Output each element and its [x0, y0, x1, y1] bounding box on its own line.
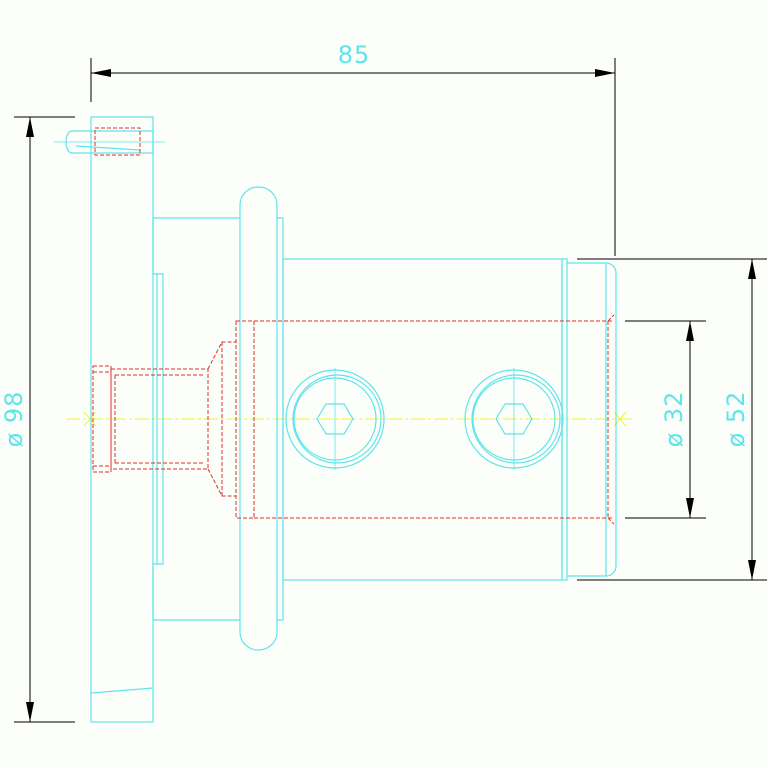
- hidden-bore-step-2: [110, 368, 209, 470]
- flange-pin: [65, 130, 154, 154]
- arrow-98-top: [26, 117, 34, 137]
- set-screw-2-ring: [471, 374, 561, 464]
- arrow-85-left: [91, 69, 111, 77]
- arrow-85-right: [595, 69, 615, 77]
- dimension-arrows: [26, 69, 756, 722]
- flange-chamfer-line: [90, 687, 154, 694]
- set-screw-2-hex-socket: [495, 403, 533, 435]
- arrow-32-top: [686, 321, 694, 341]
- hidden-main-bore: [235, 320, 255, 519]
- dimension-lines: [14, 58, 767, 723]
- flange-outline: [90, 116, 154, 723]
- dim-32-label: ø 32: [660, 391, 688, 448]
- dim-85-label: 85: [338, 41, 371, 69]
- set-screw-1-hex-socket: [316, 403, 354, 435]
- end-cap-inner: [561, 258, 568, 581]
- end-cap-outline: [567, 262, 617, 577]
- dim-98-label: ø 98: [0, 391, 28, 448]
- arrow-52-top: [748, 259, 756, 279]
- arrow-32-bottom: [686, 498, 694, 518]
- arrow-52-bottom: [748, 560, 756, 580]
- hidden-lines: [92, 127, 615, 525]
- dim-52-label: ø 52: [722, 391, 750, 448]
- part-outline: [54, 116, 617, 723]
- set-screw-1-ring: [292, 374, 382, 464]
- hub-outline: [152, 217, 240, 621]
- pin-taper-line: [75, 145, 141, 151]
- arrow-98-bottom: [26, 702, 34, 722]
- hidden-bore-step-1: [92, 365, 112, 473]
- ring-disc: [239, 186, 278, 651]
